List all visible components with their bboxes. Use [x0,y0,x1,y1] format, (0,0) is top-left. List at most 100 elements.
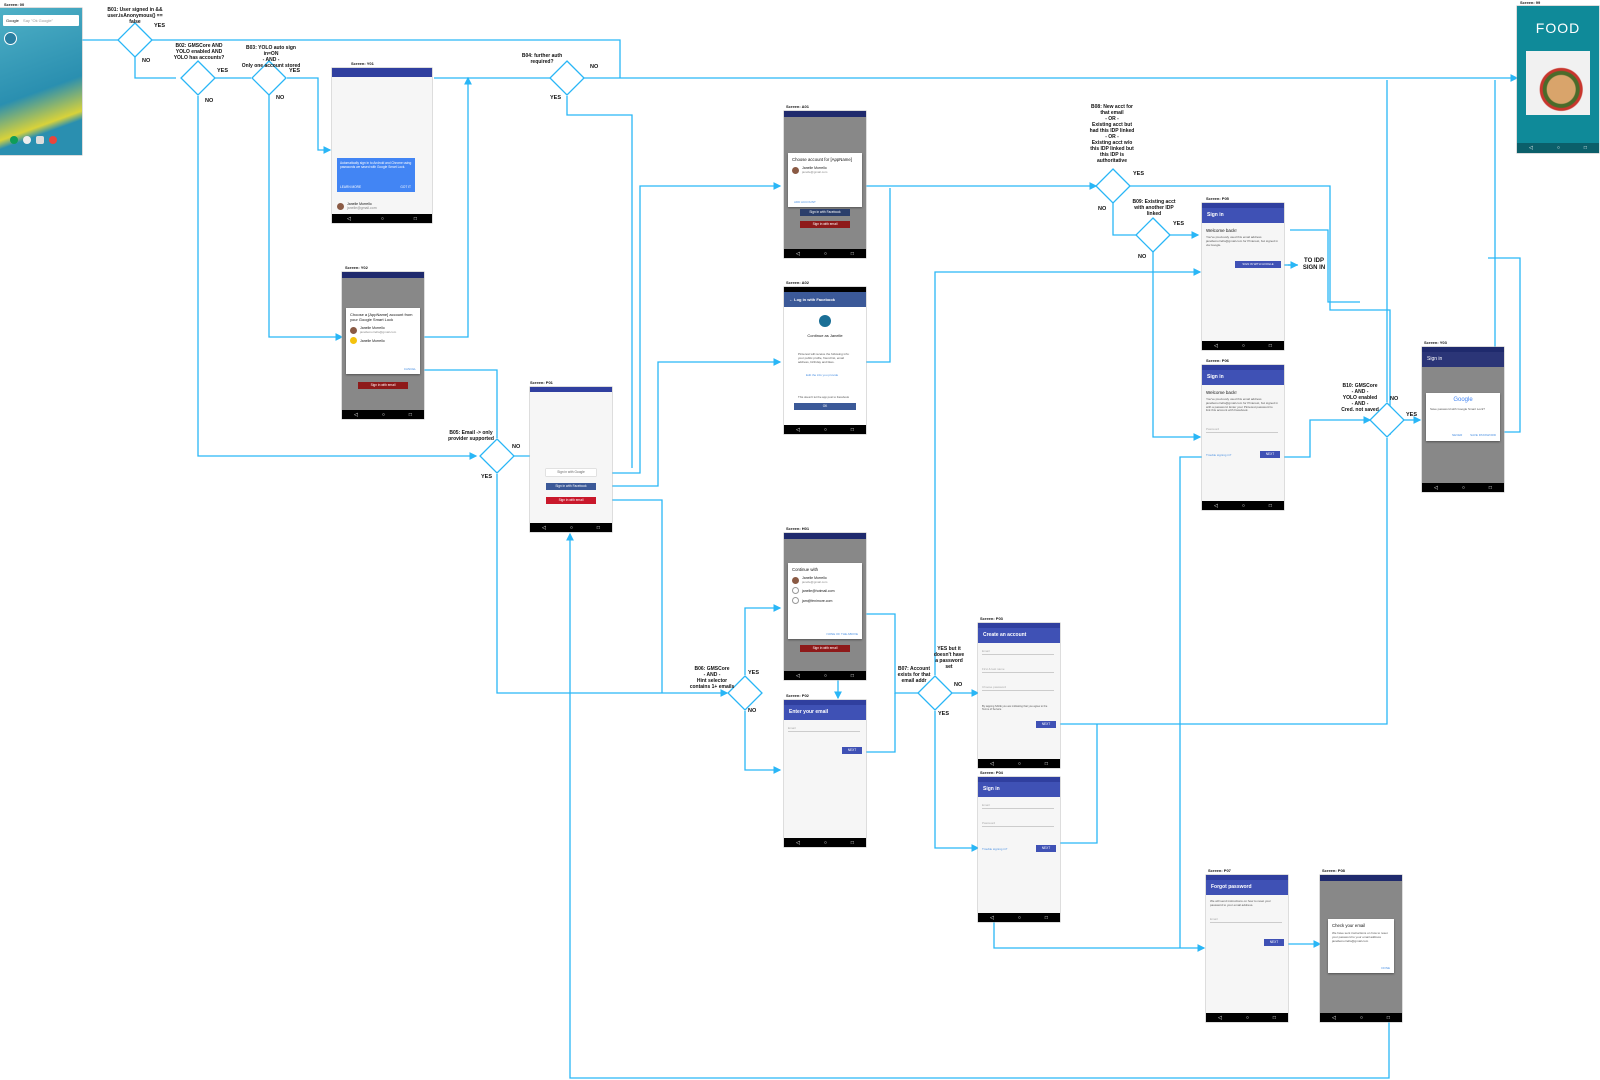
recents-icon[interactable]: □ [413,215,417,222]
app-bar: ← Log in with Facebook [784,292,866,307]
recents-icon[interactable]: □ [1268,342,1272,349]
back-icon[interactable]: ◁ [354,411,358,418]
dialog-heading: Choose a [AppName] account from your Goo… [350,312,413,322]
hangouts-icon[interactable] [10,136,18,144]
name-field[interactable]: First & last name [982,667,1054,673]
home-icon[interactable]: ○ [1461,484,1465,491]
recents-icon[interactable]: □ [850,426,854,433]
home-icon[interactable]: ○ [380,215,384,222]
account-row-2[interactable]: Janelle Morrello [350,337,416,344]
back-icon[interactable]: ◁ [1218,1014,1222,1021]
add-account-link[interactable]: ADD ACCOUNT [794,200,816,204]
recents-icon[interactable]: □ [1044,914,1048,921]
recents-icon[interactable]: □ [850,250,854,257]
back-icon[interactable]: ◁ [1214,342,1218,349]
recents-icon[interactable]: □ [1272,1014,1276,1021]
sign-in-email-button[interactable]: Sign in with email [800,645,850,652]
recents-icon[interactable]: □ [850,672,854,679]
back-icon[interactable]: ◁ [1529,145,1533,151]
home-icon[interactable]: ○ [1556,145,1560,151]
trouble-signing-in-link[interactable]: Trouble signing in? [1206,453,1232,457]
home-icon[interactable]: ○ [1245,1014,1249,1021]
password-field[interactable]: Password [1206,427,1278,433]
back-icon[interactable]: ◁ [796,250,800,257]
next-button[interactable]: NEXT [1260,451,1280,458]
back-icon[interactable]: ◁ [542,524,546,531]
recents-icon[interactable]: □ [1386,1014,1390,1021]
save-password-button[interactable]: SAVE PASSWORD [1470,433,1496,437]
got-it-button[interactable]: GOT IT [400,185,411,189]
recents-icon[interactable]: □ [1583,145,1587,151]
sign-in-email-button[interactable]: Sign in with email [358,382,408,389]
home-icon[interactable]: ○ [569,524,573,531]
next-button[interactable]: NEXT [842,747,862,754]
dialog-heading: Check your email [1332,923,1366,928]
back-icon[interactable]: ◁ [990,914,994,921]
recents-icon[interactable]: □ [1044,760,1048,767]
recents-icon[interactable]: □ [1268,502,1272,509]
learn-more-link[interactable]: LEARN MORE [340,185,362,189]
sign-in-email-button[interactable]: Sign in with email [800,221,850,228]
recents-icon[interactable]: □ [408,411,412,418]
email-field[interactable]: Email [788,726,860,732]
email-field[interactable]: Email [982,649,1054,655]
back-icon[interactable]: ◁ [1332,1014,1336,1021]
app-bar: Forgot password [1206,880,1288,895]
edit-info-link[interactable]: Edit the info you provide [806,373,839,377]
decision-label-b05: B05: Email -> only provider supported [448,430,494,442]
home-icon[interactable]: ○ [1359,1014,1363,1021]
sign-in-email-button[interactable]: Sign in with email [546,497,596,504]
next-button[interactable]: NEXT [1036,845,1056,852]
home-icon[interactable]: ○ [1017,760,1021,767]
home-icon[interactable]: ○ [823,839,827,846]
none-of-above-button[interactable]: NONE OF THE ABOVE [826,632,858,636]
back-icon[interactable]: ◁ [347,215,351,222]
sign-in-google-button[interactable]: Sign in with Google [546,469,596,476]
chrome-icon[interactable] [49,136,57,144]
back-icon[interactable]: ◁ [990,760,994,767]
home-icon[interactable]: ○ [823,426,827,433]
wire [934,268,1202,675]
home-icon[interactable]: ○ [823,250,827,257]
next-button[interactable]: NEXT [1264,939,1284,946]
back-icon[interactable]: ◁ [796,426,800,433]
sign-in-google-button[interactable]: SIGN IN WITH GOOGLE [1235,261,1281,268]
app-icon[interactable] [4,32,17,45]
screen-title-p04: Screen: P04 [980,770,1003,775]
recents-icon[interactable]: □ [1488,484,1492,491]
back-icon[interactable]: ◁ [796,672,800,679]
ok-button[interactable]: OK [794,403,856,410]
sign-in-facebook-button[interactable]: Sign in with Facebook [800,209,850,216]
hint-row-2[interactable]: janelle@hotmail.com [792,587,858,594]
next-button[interactable]: NEXT [1036,721,1056,728]
camera-icon[interactable] [36,136,44,144]
back-icon[interactable]: ◁ [1214,502,1218,509]
home-icon[interactable]: ○ [1017,914,1021,921]
sign-in-facebook-button[interactable]: Sign in with Facebook [546,483,596,490]
home-search-bar[interactable]: Google Say "Ok Google" [3,15,79,26]
email-field[interactable]: Email [982,803,1054,809]
home-icon[interactable]: ○ [1241,342,1245,349]
back-arrow-icon[interactable]: ← [789,297,793,302]
never-button[interactable]: NEVER [1452,433,1463,437]
home-icon[interactable]: ○ [381,411,385,418]
email-field[interactable]: Email [1210,917,1282,923]
hint-row-3[interactable]: jam@fenimore.com [792,597,858,604]
password-field[interactable]: Password [982,821,1054,827]
recents-icon[interactable]: □ [850,839,854,846]
cancel-button[interactable]: CANCEL [403,367,416,371]
home-icon[interactable]: ○ [1241,502,1245,509]
password-field[interactable]: Choose password [982,685,1054,691]
recents-icon[interactable]: □ [596,524,600,531]
done-button[interactable]: DONE [1381,966,1390,970]
trouble-signing-in-link[interactable]: Trouble signing in? [982,847,1008,851]
back-icon[interactable]: ◁ [796,839,800,846]
home-icon[interactable]: ○ [823,672,827,679]
apps-icon[interactable] [23,136,31,144]
app-bar: Sign in [1202,208,1284,223]
back-icon[interactable]: ◁ [1434,484,1438,491]
